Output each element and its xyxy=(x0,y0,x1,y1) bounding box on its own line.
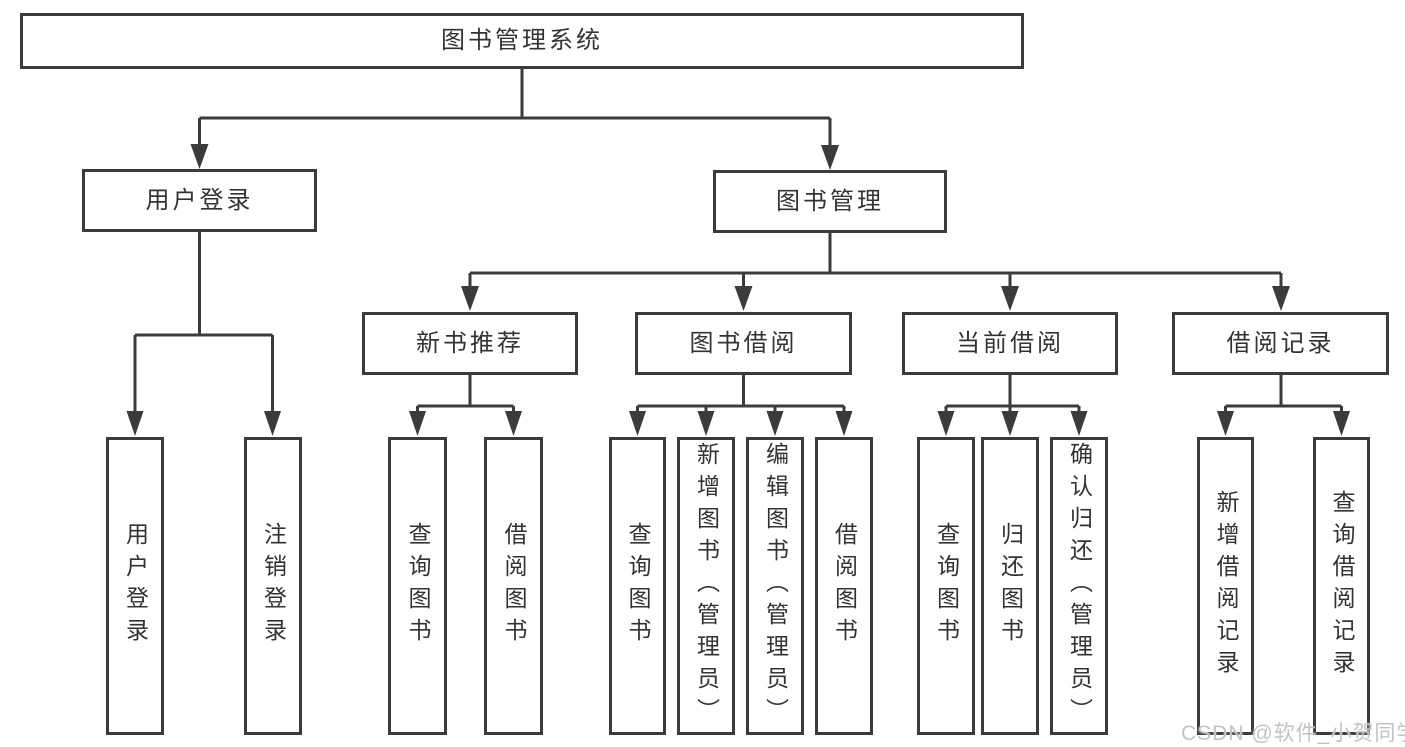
node-label: 用户登录 xyxy=(145,186,254,214)
leaf-query-borrow-record: 查询借阅记录 xyxy=(1313,437,1370,735)
node-label: 图书管理 xyxy=(776,187,884,215)
node-label: 新书推荐 xyxy=(416,329,524,357)
node-user-login: 用户登录 xyxy=(82,169,317,232)
node-label: 编辑图书（管理员） xyxy=(762,442,789,730)
node-label: 查询图书 xyxy=(405,522,431,650)
node-label: 图书管理系统 xyxy=(441,27,603,54)
node-label: 用户登录 xyxy=(122,522,149,650)
leaf-query-books-recommend: 查询图书 xyxy=(388,437,447,735)
node-label: 当前借阅 xyxy=(956,329,1064,357)
leaf-add-borrow-record: 新增借阅记录 xyxy=(1197,437,1254,735)
leaf-borrow-books: 借阅图书 xyxy=(815,437,873,735)
leaf-query-books-current: 查询图书 xyxy=(917,437,975,735)
connector-paths xyxy=(133,69,1343,413)
node-borrowing-records: 借阅记录 xyxy=(1172,312,1389,375)
node-label: 新增借阅记录 xyxy=(1213,490,1239,682)
watermark: CSDN @软件_小贺同学 xyxy=(1181,722,1405,745)
arrowheads xyxy=(126,144,1350,436)
node-label: 借阅图书 xyxy=(501,522,527,650)
node-label: 查询图书 xyxy=(625,522,651,650)
node-current-borrowing: 当前借阅 xyxy=(902,312,1118,375)
node-label: 归还图书 xyxy=(997,522,1024,650)
leaf-user-login: 用户登录 xyxy=(106,437,164,735)
leaf-query-books-borrow: 查询图书 xyxy=(609,437,666,735)
leaf-add-books-admin: 新增图书（管理员） xyxy=(677,437,735,735)
leaf-logout: 注销登录 xyxy=(244,437,302,735)
leaf-confirm-return-admin: 确认归还（管理员） xyxy=(1050,437,1108,735)
node-new-book-recommendation: 新书推荐 xyxy=(362,312,578,375)
node-label: 借阅图书 xyxy=(831,522,858,650)
leaf-borrow-books-recommend: 借阅图书 xyxy=(484,437,543,735)
node-label: 新增图书（管理员） xyxy=(693,442,720,730)
node-label: 借阅记录 xyxy=(1226,329,1335,357)
node-book-management: 图书管理 xyxy=(713,170,947,233)
node-label: 查询图书 xyxy=(933,522,960,650)
node-library-system-root: 图书管理系统 xyxy=(20,13,1024,69)
leaf-return-books: 归还图书 xyxy=(981,437,1039,735)
node-label: 图书借阅 xyxy=(689,329,798,357)
leaf-edit-books-admin: 编辑图书（管理员） xyxy=(746,437,804,735)
node-label: 注销登录 xyxy=(260,522,287,650)
node-label: 查询借阅记录 xyxy=(1329,490,1355,682)
node-book-borrowing: 图书借阅 xyxy=(635,312,852,375)
node-label: 确认归还（管理员） xyxy=(1066,442,1093,730)
